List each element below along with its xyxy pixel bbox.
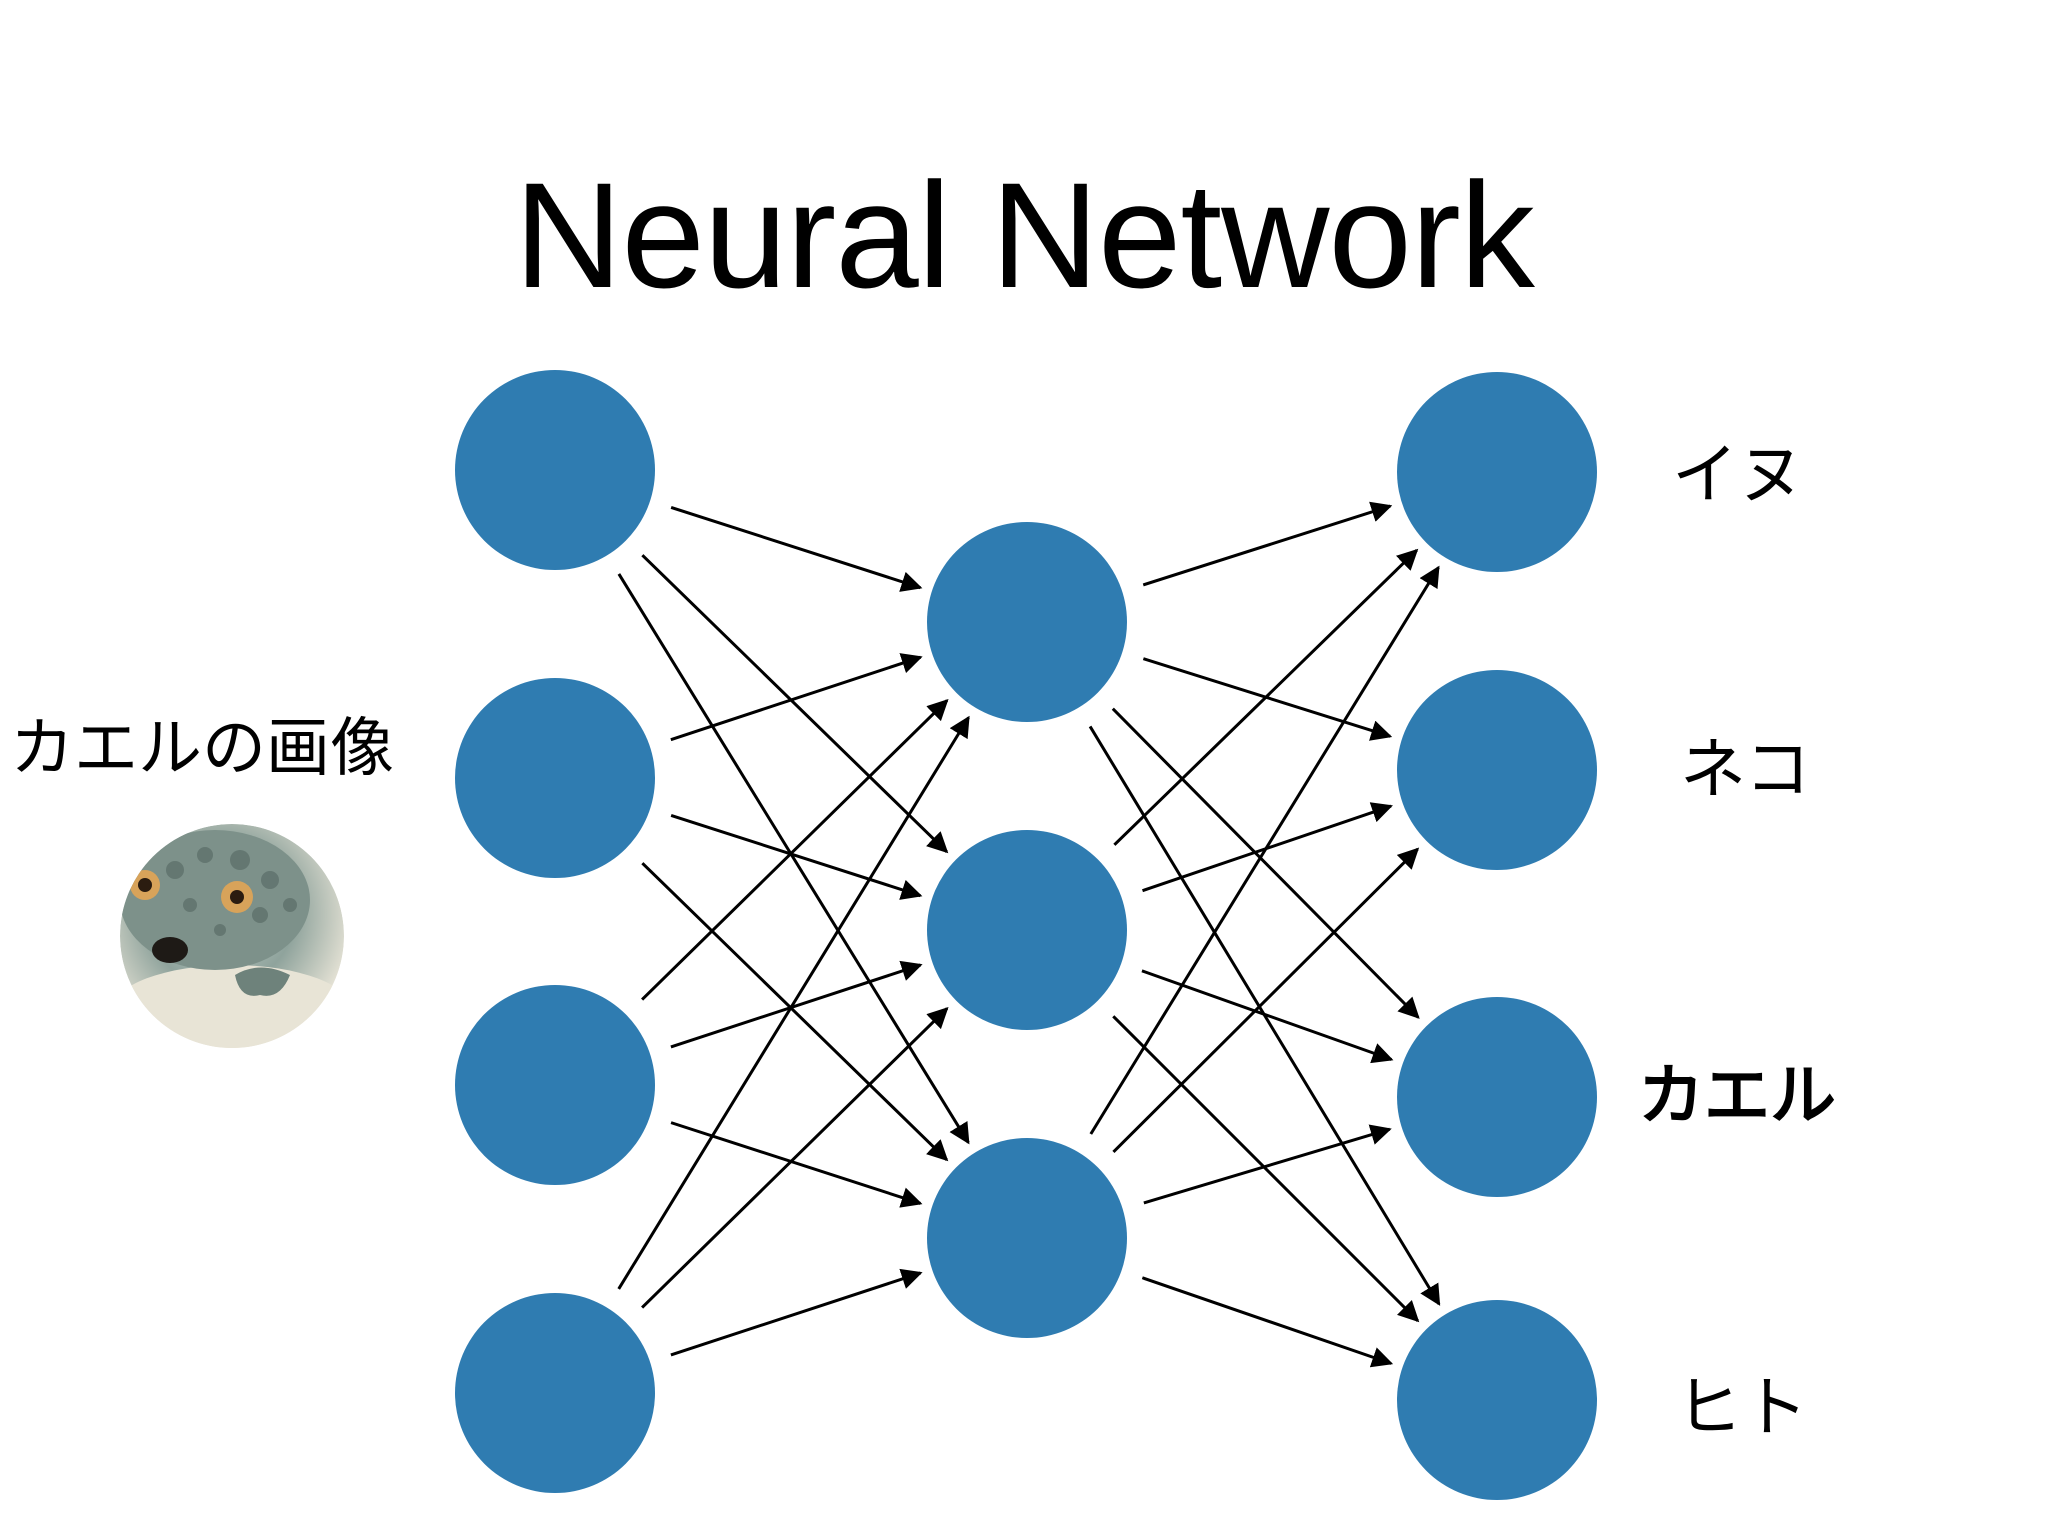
hidden-node-3	[927, 1138, 1127, 1338]
edge-in2-h0	[641, 698, 949, 1001]
input-node-2	[455, 678, 655, 878]
output-label-inu: イヌ	[1672, 436, 1804, 513]
edge-h0-out2	[1111, 707, 1420, 1019]
page-title: Neural Network	[514, 151, 1535, 319]
output-label-hito: ヒト	[1676, 1369, 1808, 1446]
edge-h2-out3	[1141, 1276, 1394, 1368]
output-node-4	[1397, 1300, 1597, 1500]
edge-h2-out1	[1112, 847, 1420, 1153]
edge-h2-out2	[1143, 1124, 1392, 1205]
edge-h1-out0	[1113, 548, 1419, 846]
output-node-1	[1397, 372, 1597, 572]
edge-in3-h2	[670, 1268, 923, 1357]
network-nodes	[455, 370, 1597, 1500]
hidden-node-1	[927, 522, 1127, 722]
connection-arrows	[617, 501, 1441, 1368]
edge-h0-out0	[1142, 501, 1393, 587]
edge-in0-h2	[617, 573, 970, 1145]
edge-in0-h0	[670, 505, 923, 592]
output-node-3	[1397, 997, 1597, 1197]
edge-in1-h2	[641, 862, 949, 1162]
edge-h2-out0	[1089, 565, 1440, 1135]
edge-in3-h0	[617, 715, 970, 1290]
edge-h1-out2	[1141, 969, 1394, 1064]
frog-image	[120, 824, 344, 1048]
edge-in0-h1	[641, 554, 949, 854]
edge-in2-h1	[670, 960, 923, 1049]
output-label-kaeru: カエル	[1638, 1057, 1836, 1134]
input-node-1	[455, 370, 655, 570]
output-node-2	[1397, 670, 1597, 870]
edge-in3-h1	[641, 1006, 949, 1309]
hidden-node-2	[927, 830, 1127, 1030]
edge-in2-h2	[670, 1121, 923, 1208]
input-label: カエルの画像	[10, 712, 394, 786]
edge-h1-out3	[1112, 1015, 1420, 1323]
input-node-4	[455, 1293, 655, 1493]
edge-in1-h0	[670, 653, 923, 742]
output-label-neko: ネコ	[1680, 731, 1811, 808]
edge-in1-h1	[670, 813, 923, 900]
input-node-3	[455, 985, 655, 1185]
